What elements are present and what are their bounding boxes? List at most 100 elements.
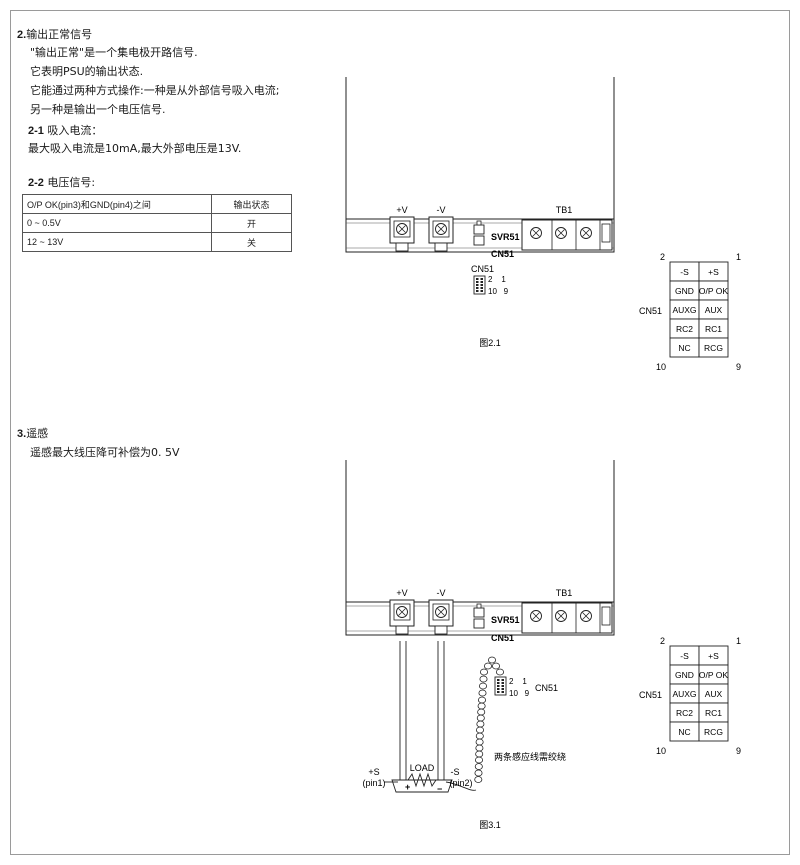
section2-line-3: 它能通过两种方式操作:一种是从外部信号吸入电流; [30, 84, 280, 97]
twisted-pair-link [475, 744, 484, 752]
twisted-pair-link [495, 668, 504, 676]
sense-neg-pin-label: (pin2) [449, 778, 472, 788]
pinout-corner-tl: 2 [660, 252, 665, 262]
subsection-2-1-title: 2-1 吸入电流： [28, 124, 103, 137]
pinout-cell-label: RCG [704, 727, 723, 737]
figure-3-1-caption: 图3.1 [479, 820, 501, 830]
pinout-corner-br: 9 [736, 362, 741, 372]
pinout-cell-label: RC1 [705, 324, 722, 334]
figure-2-1-psu [346, 77, 614, 252]
load-wiring [384, 641, 477, 793]
table-row: 0 ~ 0.5V 开 [22, 213, 292, 233]
twisted-pair-link [479, 675, 488, 683]
subsection-2-2-title: 2-2 电压信号: [28, 176, 96, 189]
load-label: LOAD [410, 763, 435, 773]
twisted-pair-link [476, 714, 485, 722]
table-cell: 关 [211, 232, 292, 252]
section2-line-1: "输出正常"是一个集电极开路信号. [30, 46, 198, 59]
twisted-pair-link [477, 696, 486, 704]
pinout-cell-label: GND [675, 286, 694, 296]
pinout-cell-label: RC2 [676, 324, 693, 334]
pinout-cell-label: -S [680, 267, 689, 277]
fig1-svr51-label: SVR51 [491, 232, 520, 242]
pinout-cell-label: AUXG [672, 689, 696, 699]
pinout-cell-label: NC [678, 343, 690, 353]
pinout-cell-label: -S [680, 651, 689, 661]
sense-neg-label: -S [451, 767, 460, 777]
page-frame [10, 10, 790, 855]
pinout-cell-label: +S [708, 267, 719, 277]
twisted-pair-link [478, 689, 487, 697]
section2-title: 2.输出正常信号 [17, 28, 93, 41]
pinout-corner-tr: 1 [736, 636, 741, 646]
pinout-cell-label: RCG [704, 343, 723, 353]
pinout-cell-label: O/P OK [699, 286, 728, 296]
fig1-pos-terminal-label: +V [396, 205, 407, 215]
twisted-pair-link [475, 732, 484, 740]
table-header-row: O/P OK(pin3)和GND(pin4)之间 输出状态 [22, 194, 292, 214]
twisted-pair-link [474, 756, 483, 764]
pinout-cell-label: AUX [705, 689, 723, 699]
fig2-svr51-label: SVR51 [491, 615, 520, 625]
twisted-pair-link [475, 750, 484, 758]
figure-3-1-psu [346, 460, 614, 635]
twisted-pair-link [475, 726, 484, 734]
pinout-cn51-label: CN51 [639, 690, 662, 700]
fig1-neg-terminal-label: -V [437, 205, 446, 215]
fig1-cn51-pins-top: 2 1 [488, 275, 506, 284]
section2-line-2: 它表明PSU的输出状态. [30, 65, 144, 78]
fig1-cn51-small-label: CN51 [471, 264, 494, 274]
section3-text: 遥感最大线压降可补偿为0. 5V [30, 446, 180, 459]
pinout-cell-label: GND [675, 670, 694, 680]
fig1-cn51-connector [473, 275, 486, 295]
voltage-signal-table: O/P OK(pin3)和GND(pin4)之间 输出状态 0 ~ 0.5V 开… [22, 194, 292, 252]
fig1-tb1-label: TB1 [556, 205, 573, 215]
fig2-cn51-label: CN51 [491, 633, 514, 643]
figure-2-1-caption: 图2.1 [479, 338, 501, 348]
sense-pos-pin-label: (pin1) [362, 778, 385, 788]
pinout-cell-label: AUXG [672, 305, 696, 315]
subsection-2-1-text: 最大吸入电流是10mA,最大外部电压是13V. [28, 142, 242, 155]
table-cell: 开 [211, 213, 292, 233]
fig2-cn51-pins-top: 2 1 [509, 677, 527, 686]
pinout-cell-label: NC [678, 727, 690, 737]
pinout-corner-bl: 10 [656, 746, 666, 756]
pinout-cell-label: O/P OK [699, 670, 728, 680]
twisted-pair-link [474, 776, 483, 783]
fig2-cn51-pins-bottom: 10 9 [509, 689, 530, 698]
twisted-sense-lines [474, 656, 504, 783]
pinout-cell [698, 721, 729, 742]
twisted-pair-link [474, 763, 483, 770]
pinout-corner-bl: 10 [656, 362, 666, 372]
twisted-pair-link [478, 682, 487, 690]
twisted-pair-link [477, 708, 486, 716]
twisted-pair-link [474, 769, 483, 777]
twist-note: 两条感应线需绞绕 [494, 751, 566, 763]
pinout-cell [698, 337, 729, 358]
pinout-cell-label: RC1 [705, 708, 722, 718]
pinout-cell-label: AUX [705, 305, 723, 315]
fig2-tb1-label: TB1 [556, 588, 573, 598]
twisted-pair-link [476, 720, 485, 728]
pinout-corner-tl: 2 [660, 636, 665, 646]
twisted-pair-link [487, 656, 496, 664]
fig1-cn51-label: CN51 [491, 249, 514, 259]
twisted-pair-link [479, 668, 488, 676]
pinout-corner-tr: 1 [736, 252, 741, 262]
load-plus-sign: + [405, 782, 410, 792]
section3-title: 3.遥感 [17, 427, 49, 440]
fig2-pos-terminal-label: +V [396, 588, 407, 598]
twisted-pair-link [475, 738, 484, 746]
twisted-pair-link [491, 662, 500, 670]
fig2-cn51-connector [494, 676, 507, 696]
pinout-cn51-label: CN51 [639, 306, 662, 316]
pinout-cell-label: RC2 [676, 708, 693, 718]
pinout-cell-label: +S [708, 651, 719, 661]
table-row: 12 ~ 13V 关 [22, 232, 292, 252]
section2-line-4: 另一种是输出一个电压信号. [30, 103, 166, 116]
twisted-pair-link [477, 702, 486, 710]
pinout-corner-br: 9 [736, 746, 741, 756]
